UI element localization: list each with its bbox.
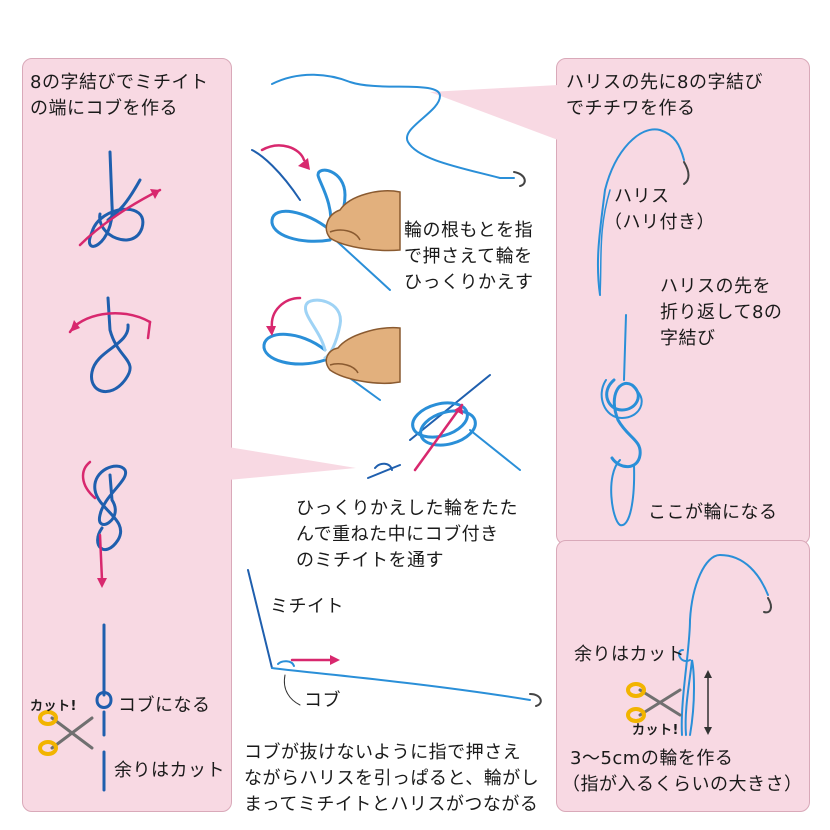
middle-flip-line2: で押さえて輪を — [404, 246, 533, 267]
right-harisu-line1: ハリス — [614, 186, 670, 207]
middle-fold-line2: んで重ねた中にコブ付き — [296, 524, 499, 545]
right-scissors-icon — [626, 682, 682, 723]
middle-finger-1 — [325, 190, 401, 252]
right-panel-top — [556, 58, 810, 545]
connector-wedge-left — [228, 447, 356, 480]
middle-pull-step — [247, 569, 542, 707]
middle-finger-2 — [325, 326, 401, 385]
left-panel — [22, 58, 232, 812]
right-excess-label: 余りはカット — [574, 644, 685, 665]
left-step-4-knot — [95, 623, 113, 792]
right-panel-bottom — [556, 540, 810, 812]
right-figure8-loop — [600, 314, 643, 527]
middle-flip-line1: 輪の根もとを指 — [404, 220, 534, 241]
left-excess-label: 余りはカット — [114, 760, 225, 781]
right-fold-line1: ハリスの先を — [660, 276, 771, 297]
middle-michiito-label: ミチイト — [270, 596, 344, 617]
right-size-line2: （指が入るくらいの大きさ） — [562, 774, 803, 795]
middle-bottom-line2: ながらハリスを引っぱると、輪がし — [244, 768, 540, 789]
right-fold-line2: 折り返して8の — [660, 302, 783, 323]
left-step-3 — [81, 460, 128, 588]
right-harisu-line — [596, 128, 690, 296]
right-title-line1: ハリスの先に8の字結び — [566, 72, 763, 93]
left-scissors-icon — [38, 710, 94, 756]
right-finished-loop — [678, 553, 772, 736]
middle-pass-through-step — [367, 374, 521, 479]
middle-top-line — [271, 73, 526, 187]
middle-bottom-line1: コブが抜けないように指で押さえ — [244, 742, 522, 763]
left-step-2 — [68, 296, 152, 393]
right-size-line1: 3～5cmの輪を作る — [570, 748, 734, 769]
middle-fold-line1: ひっくりかえした輪をたた — [296, 498, 518, 519]
middle-bottom-line3: まってミチイトとハリスがつながる — [244, 794, 539, 815]
middle-kobu-label: コブ — [304, 690, 341, 711]
connector-wedge-right — [430, 85, 558, 140]
right-cut-label: カット! — [632, 723, 679, 738]
right-harisu-line2: （ハリ付き） — [604, 212, 715, 233]
right-fold-line3: 字結び — [660, 328, 716, 349]
right-title-line2: でチチワを作る — [566, 98, 696, 119]
left-knot-label: コブになる — [118, 695, 211, 716]
left-title-line2: の端にコブを作る — [30, 98, 178, 119]
right-size-arrow — [704, 670, 712, 735]
right-loop-label: ここが輪になる — [648, 502, 778, 523]
middle-flip-line3: ひっくりかえす — [404, 272, 534, 293]
middle-fold-line3: のミチイトを通す — [296, 550, 444, 571]
left-title-line1: 8の字結びでミチイト — [30, 72, 209, 93]
left-step-1 — [78, 150, 162, 248]
left-cut-label: カット! — [30, 699, 77, 714]
